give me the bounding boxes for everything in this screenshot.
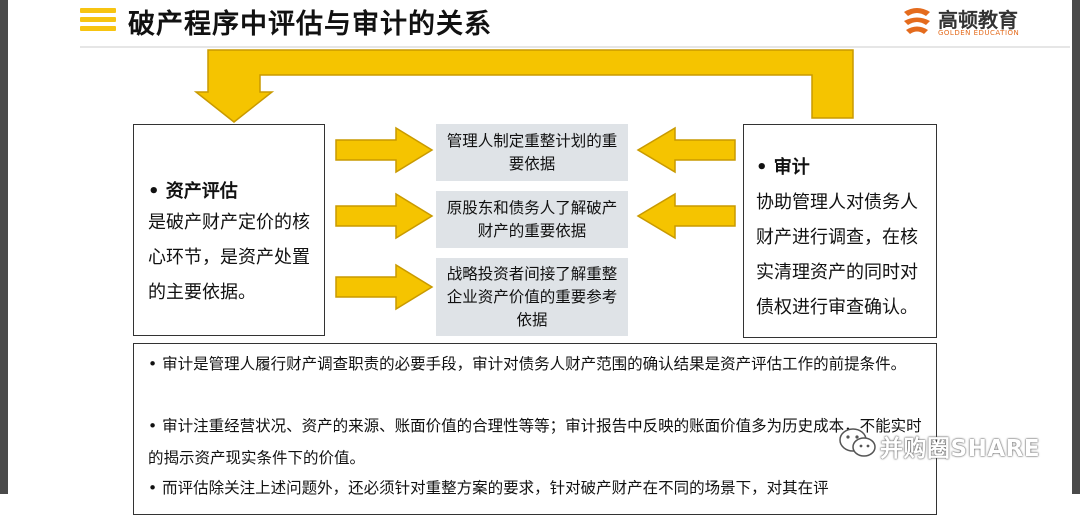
left-arrow-2 bbox=[636, 192, 736, 240]
logo-subtitle: GOLDEN EDUCATION bbox=[938, 29, 1020, 37]
middle-box-3-text: 战略投资者间接了解重整企业资产价值的重要参考依据 bbox=[446, 264, 618, 329]
watermark-text: 并购圈SHARE bbox=[880, 436, 1041, 462]
left-frame-edge bbox=[0, 0, 8, 494]
right-arrow-3 bbox=[335, 263, 434, 311]
brand-logo: 高顿教育 GOLDEN EDUCATION bbox=[900, 4, 1030, 38]
left-arrow-1 bbox=[636, 126, 736, 174]
wechat-icon bbox=[839, 428, 876, 457]
arrow-layer bbox=[193, 49, 854, 311]
loop-arrow-top bbox=[193, 49, 854, 123]
middle-box-1: 管理人制定重整计划的重要依据 bbox=[436, 124, 628, 181]
middle-box-1-text: 管理人制定重整计划的重要依据 bbox=[446, 131, 618, 173]
notes-box: • 审计是管理人履行财产调查职责的必要手段，审计对债务人财产范围的确认结果是资产… bbox=[133, 343, 937, 515]
asset-valuation-text: 是破产财产定价的核心环节，是资产处置的主要依据。 bbox=[148, 212, 310, 303]
middle-box-2: 原股东和债务人了解破产财产的重要依据 bbox=[436, 191, 628, 248]
logo-icon bbox=[904, 8, 930, 34]
watermark: 并购圈SHARE bbox=[838, 426, 1058, 462]
asset-valuation-heading: • 资产评估 bbox=[148, 181, 238, 202]
logo-text: 高顿教育 bbox=[938, 8, 1018, 32]
note-bullet-3: • 而评估除关注上述问题外，还必须针对重整方案的要求，针对破产财产在不同的场景下… bbox=[148, 479, 829, 497]
asset-valuation-box: • 资产评估 是破产财产定价的核心环节，是资产处置的主要依据。 bbox=[133, 124, 325, 336]
audit-box: • 审计 协助管理人对债务人财产进行调查，在核实清理资产的同时对债权进行审查确认… bbox=[743, 124, 937, 338]
middle-box-3: 战略投资者间接了解重整企业资产价值的重要参考依据 bbox=[436, 258, 628, 336]
page-title: 破产程序中评估与审计的关系 bbox=[128, 9, 492, 40]
note-bullet-1: • 审计是管理人履行财产调查职责的必要手段，审计对债务人财产范围的确认结果是资产… bbox=[148, 355, 907, 373]
audit-heading: • 审计 bbox=[756, 157, 810, 178]
middle-box-2-text: 原股东和债务人了解破产财产的重要依据 bbox=[446, 198, 618, 240]
right-frame-edge bbox=[1072, 0, 1080, 494]
audit-text: 协助管理人对债务人财产进行调查，在核实清理资产的同时对债权进行审查确认。 bbox=[756, 192, 918, 318]
header-divider bbox=[80, 46, 1070, 48]
menu-icon bbox=[80, 8, 116, 34]
right-arrow-1 bbox=[335, 126, 434, 174]
right-arrow-2 bbox=[335, 192, 434, 240]
note-bullet-2: • 审计注重经营状况、资产的来源、账面价值的合理性等等；审计报告中反映的账面价值… bbox=[148, 417, 922, 467]
